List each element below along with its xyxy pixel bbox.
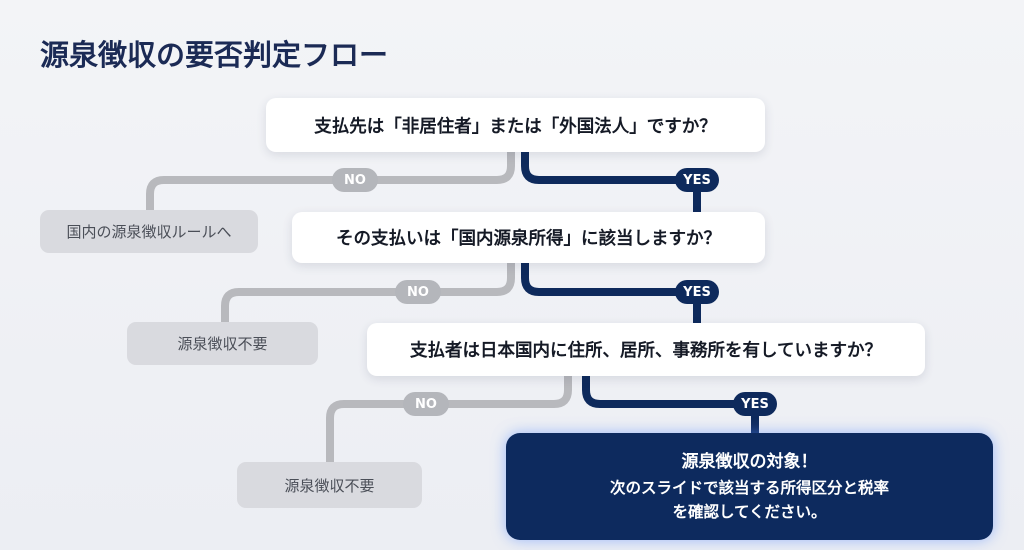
- yes-label-3: YES: [733, 392, 777, 416]
- no-connector-2: [221, 263, 515, 322]
- no-connector-3: [326, 376, 572, 462]
- question-1: 支払先は「非居住者」または「外国法人」ですか？: [266, 98, 765, 152]
- final-line-1: 次のスライドで該当する所得区分と税率: [609, 478, 889, 497]
- final-line-2: を確認してください。: [672, 502, 827, 521]
- question-3: 支払者は日本国内に住所、居所、事務所を有していますか？: [367, 323, 925, 376]
- yes-connector-3: [582, 376, 759, 433]
- outcome-no-withholding-2: 源泉徴収不要: [237, 462, 422, 508]
- final-heading: 源泉徴収の対象！: [681, 452, 818, 473]
- yes-connector-1: [521, 152, 701, 212]
- no-label-2: NO: [395, 280, 441, 304]
- page-title: 源泉徴収の要否判定フロー: [40, 38, 389, 72]
- final-outcome-withholding-required: 源泉徴収の対象！ 次のスライドで該当する所得区分と税率 を確認してください。: [506, 433, 993, 540]
- outcome-no-withholding-1: 源泉徴収不要: [127, 322, 318, 365]
- yes-connector-2: [521, 263, 701, 323]
- question-2: その支払いは「国内源泉所得」に該当しますか？: [292, 212, 765, 263]
- yes-label-2: YES: [675, 280, 719, 304]
- yes-label-1: YES: [675, 168, 719, 192]
- no-connector-1: [146, 152, 515, 210]
- outcome-domestic-rules: 国内の源泉徴収ルールへ: [40, 210, 258, 253]
- no-label-3: NO: [403, 392, 449, 416]
- no-label-1: NO: [332, 168, 378, 192]
